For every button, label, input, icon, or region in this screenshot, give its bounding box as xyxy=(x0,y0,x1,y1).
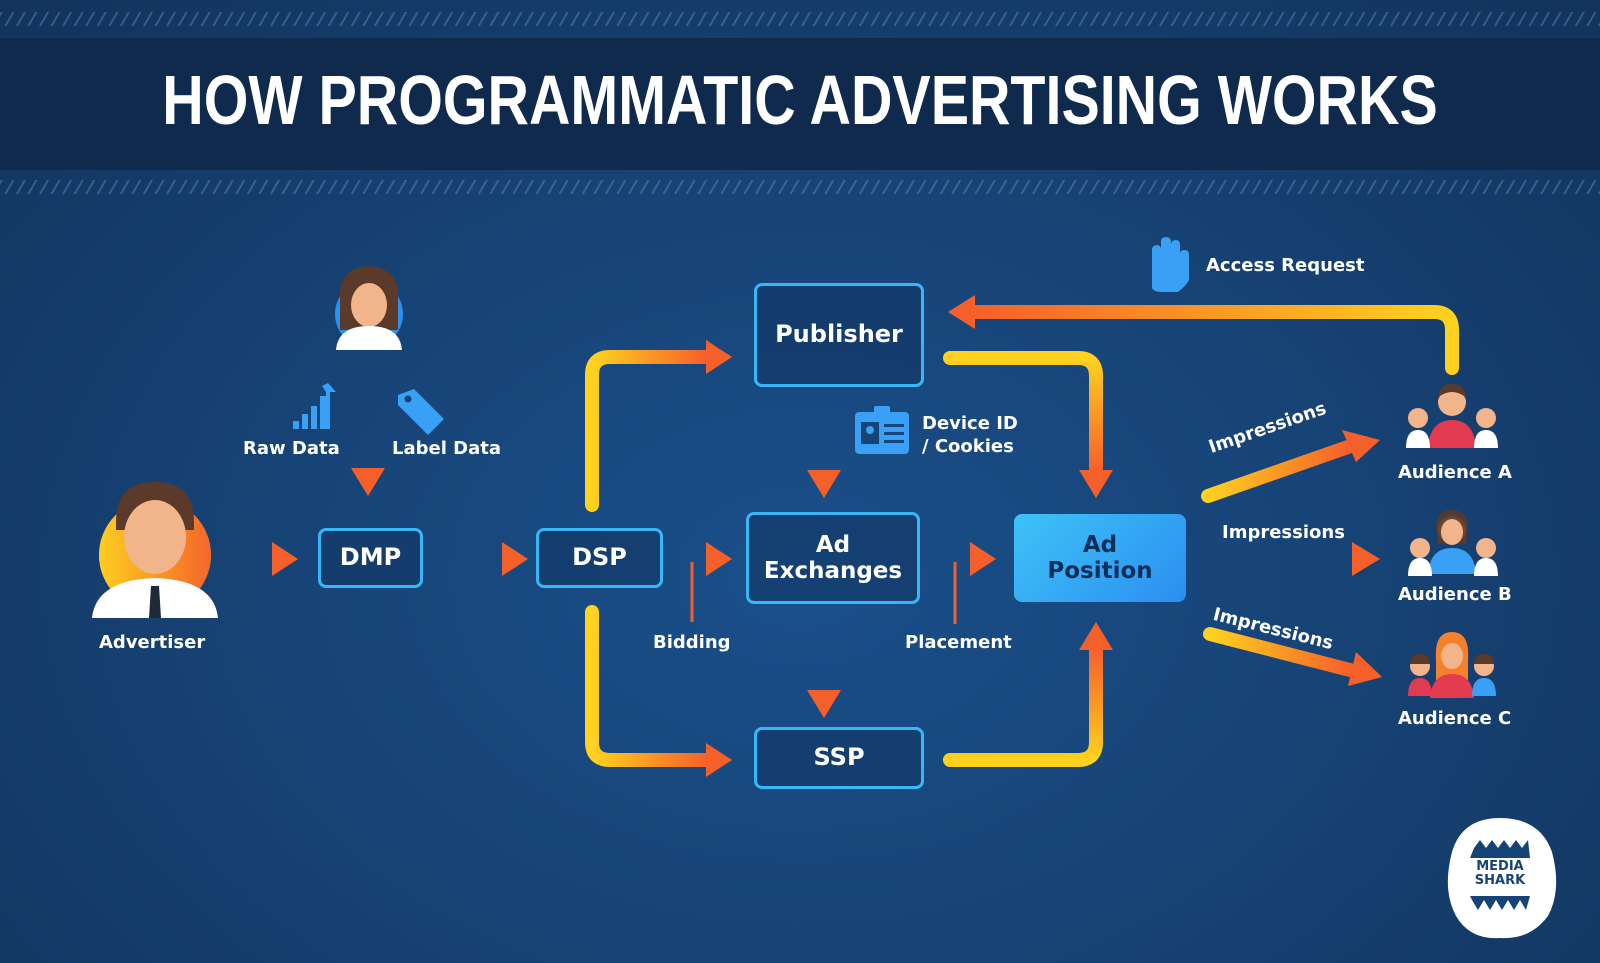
logo-line1: MEDIA xyxy=(1476,859,1524,874)
advertiser-man-icon xyxy=(92,482,218,618)
arrow-placement xyxy=(944,542,996,624)
audience-c-label: Audience C xyxy=(1398,708,1512,729)
audience-group-icon xyxy=(1408,510,1498,576)
arrow-dsp-to-ssp xyxy=(585,605,732,777)
arrow-ssp-to-adposition xyxy=(943,622,1113,767)
arrow-dsp-to-publisher xyxy=(585,340,732,512)
arrow-impressions-c xyxy=(1203,627,1382,686)
shark-logo-icon xyxy=(1447,818,1557,939)
raw-data-label: Raw Data xyxy=(243,438,340,459)
title-band xyxy=(0,38,1600,170)
ad-position-box: Ad Position xyxy=(1014,514,1186,602)
advertiser-label: Advertiser xyxy=(99,632,206,653)
cookies-label: / Cookies xyxy=(922,436,1014,457)
ssp-label: SSP xyxy=(813,743,865,772)
impressions-b-label: Impressions xyxy=(1222,522,1345,543)
label-data-label: Label Data xyxy=(392,438,501,459)
audience-group-icon xyxy=(1408,632,1496,698)
title-hatch-top xyxy=(0,12,1600,26)
arrow-exchanges-to-ssp xyxy=(807,622,841,718)
audience-group-icon xyxy=(1406,384,1498,448)
user-woman-icon xyxy=(335,266,403,350)
title-hatch-bottom xyxy=(0,180,1600,194)
arrow-publisher-to-adposition xyxy=(943,351,1113,498)
publisher-box: Publisher xyxy=(754,283,924,387)
audience-a-label: Audience A xyxy=(1398,462,1512,483)
logo-text: MEDIA SHARK xyxy=(1470,860,1530,888)
arrow-advertiser-to-dmp xyxy=(244,542,298,576)
access-request-label: Access Request xyxy=(1206,255,1365,276)
bar-chart-arrow-icon xyxy=(293,383,336,429)
bidding-label: Bidding xyxy=(653,632,731,653)
ad-position-label: Ad Position xyxy=(1047,531,1153,584)
placement-label: Placement xyxy=(905,632,1012,653)
dsp-label: DSP xyxy=(572,543,627,572)
hand-stop-icon xyxy=(1152,237,1189,292)
arrow-publisher-to-exchanges xyxy=(807,408,841,498)
tag-icon xyxy=(398,389,444,435)
publisher-label: Publisher xyxy=(775,320,903,349)
arrow-raw-to-dmp xyxy=(351,358,385,496)
ad-exchanges-box: Ad Exchanges xyxy=(746,512,920,604)
arrow-impressions-b xyxy=(1207,542,1380,576)
page-title: HOW PROGRAMMATIC ADVERTISING WORKS xyxy=(162,61,1438,139)
arrow-impressions-a xyxy=(1201,430,1380,503)
logo-line2: SHARK xyxy=(1474,873,1526,888)
arrow-bidding xyxy=(680,542,732,622)
ssp-box: SSP xyxy=(754,727,924,789)
dmp-label: DMP xyxy=(339,543,402,572)
dsp-box: DSP xyxy=(536,528,663,588)
ad-exchanges-label: Ad Exchanges xyxy=(763,531,903,584)
audience-b-label: Audience B xyxy=(1398,584,1512,605)
device-id-label: Device ID xyxy=(922,413,1018,434)
arrow-dmp-to-dsp xyxy=(439,542,528,576)
arrow-access-request xyxy=(948,295,1459,375)
id-card-icon xyxy=(855,406,909,454)
dmp-box: DMP xyxy=(318,528,423,588)
